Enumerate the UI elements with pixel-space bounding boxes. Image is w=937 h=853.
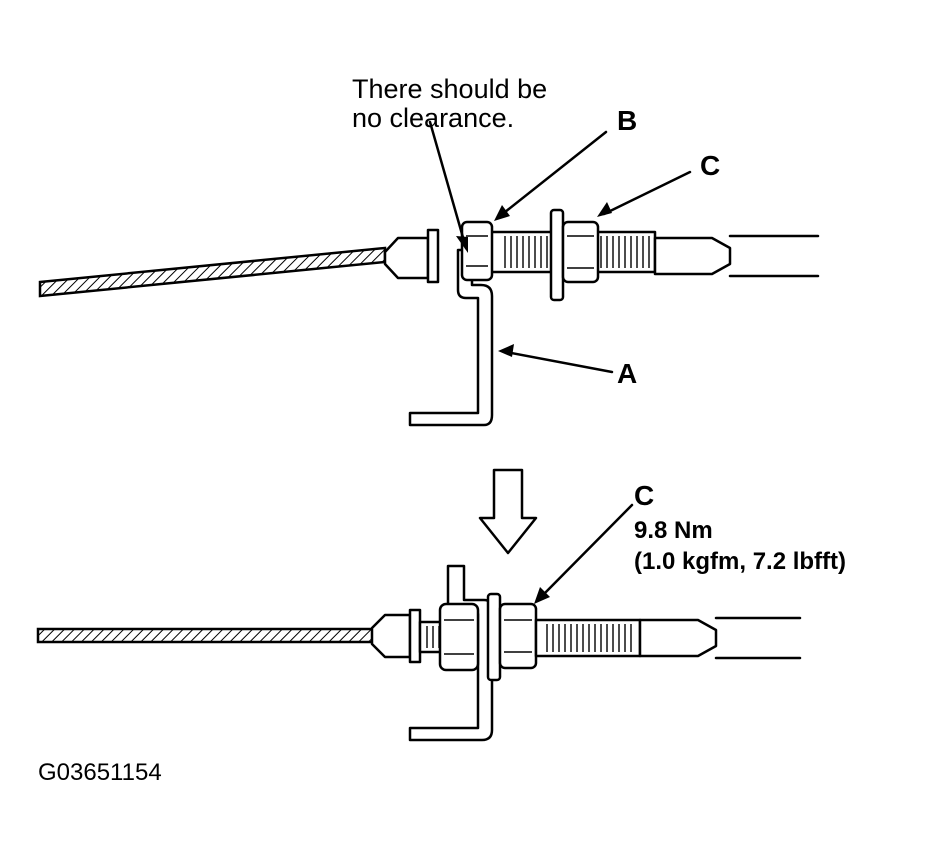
cable-housing-adjusted	[714, 616, 802, 660]
label-c-bottom: C	[634, 480, 654, 511]
leader-clearance	[428, 120, 468, 250]
cable-housing-ferrule-adjusted	[638, 618, 718, 658]
nut-c-adjusted	[498, 602, 538, 670]
nut-b-adjusted	[438, 602, 480, 672]
clearance-note-line1: There should be	[352, 74, 547, 104]
top-view: There should be no clearance. B C A	[38, 74, 820, 427]
bracket-a	[408, 248, 494, 427]
fitting-flange-adjusted	[408, 608, 422, 664]
leader-a	[504, 350, 614, 374]
down-arrow	[478, 468, 538, 555]
bottom-view: C 9.8 Nm (1.0 kgfm, 7.2 lbfft)	[36, 480, 846, 742]
washer-adjusted	[486, 592, 502, 682]
torque-conversion: (1.0 kgfm, 7.2 lbfft)	[634, 548, 846, 575]
nut-c	[561, 220, 600, 284]
leader-b	[498, 130, 608, 218]
label-a: A	[617, 358, 637, 389]
label-c-top: C	[700, 150, 720, 181]
leader-c-top	[602, 170, 692, 216]
fitting-flange	[426, 228, 440, 284]
nut-b	[460, 220, 494, 282]
label-b: B	[617, 105, 637, 136]
figure-code: G03651154	[38, 759, 162, 786]
inner-cable-adjusted	[36, 627, 375, 644]
clearance-note-line2: no clearance.	[352, 103, 514, 133]
cable-end-fitting	[383, 236, 430, 280]
washer-c	[549, 208, 565, 302]
inner-cable	[38, 246, 387, 298]
cable-housing	[728, 234, 820, 278]
cable-end-fitting-adjusted	[370, 613, 412, 659]
leader-c-bottom	[538, 503, 634, 600]
cable-housing-ferrule	[653, 236, 732, 276]
torque-value: 9.8 Nm	[634, 517, 713, 544]
